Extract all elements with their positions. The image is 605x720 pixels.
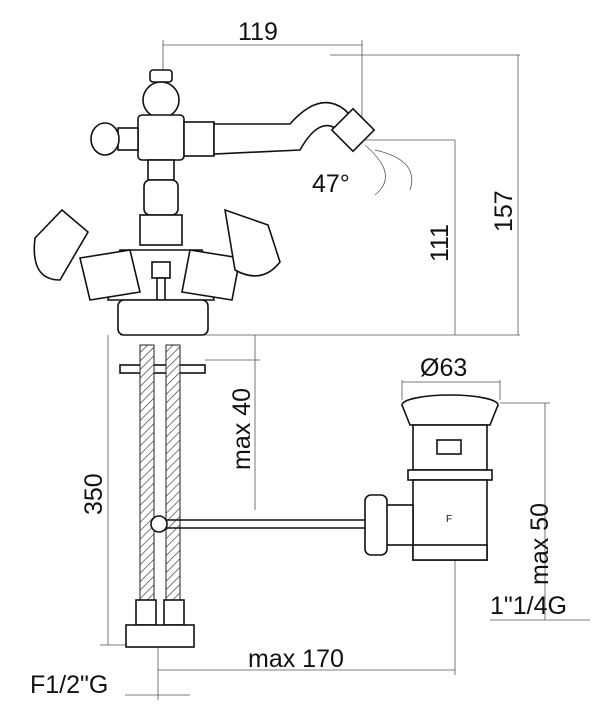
dim-waste-thickness: max 50 [526,503,554,585]
hose-right [165,344,181,626]
waste-body-mark: F [446,514,452,525]
dim-waste-diameter: Ø63 [420,354,467,382]
dim-hose-length: 350 [80,473,108,515]
dim-spout-reach: 119 [238,18,278,46]
dim-deck-thickness: max 40 [228,388,256,470]
hose-left [139,344,155,626]
dim-swivel-angle: 47° [312,170,350,198]
dim-hose-thread: F1/2"G [30,671,108,699]
dim-spout-height: 111 [426,224,454,262]
dim-rod-length: max 170 [248,645,344,673]
faucet [33,69,380,648]
dim-waste-thread: 1"1/4G [490,592,567,620]
pop-up-waste: F [364,394,499,561]
dimension-lines [100,40,590,700]
dim-total-height: 157 [490,190,518,232]
